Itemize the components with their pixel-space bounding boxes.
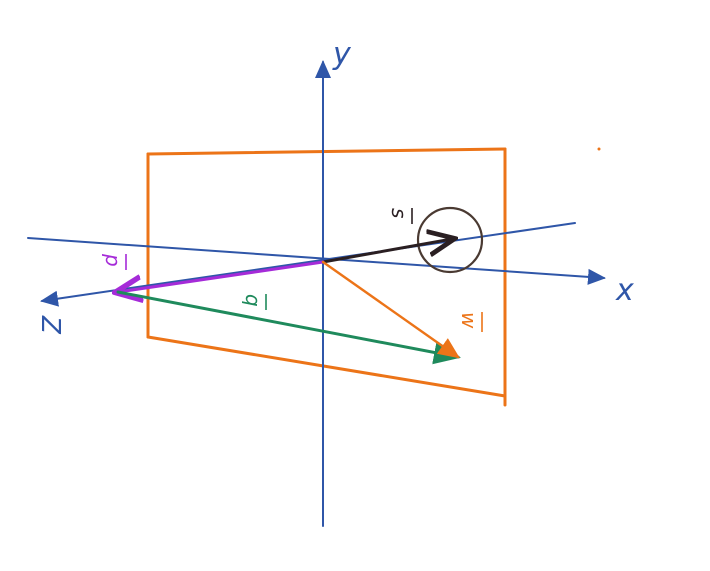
vector-p [118, 260, 325, 292]
x-axis-label: x [615, 273, 634, 308]
svg-text:s: s [387, 208, 411, 218]
x-axis [27, 237, 606, 285]
svg-text:w: w [457, 312, 481, 329]
plane [146, 147, 507, 407]
svg-text:q: q [241, 294, 265, 307]
circle-marker [416, 206, 484, 274]
vector-q [116, 290, 461, 365]
vector-q-label: q [241, 294, 267, 310]
vector-w-label: w [457, 312, 483, 332]
vector-p-label: p [101, 253, 127, 270]
z-axis-label: Z [35, 315, 65, 335]
vector-s [321, 239, 452, 264]
vector-s-label: s [387, 208, 413, 224]
y-axis-label: y [332, 37, 352, 72]
svg-text:p: p [101, 253, 125, 267]
stray-dot [597, 147, 601, 151]
vector-w [321, 260, 460, 359]
